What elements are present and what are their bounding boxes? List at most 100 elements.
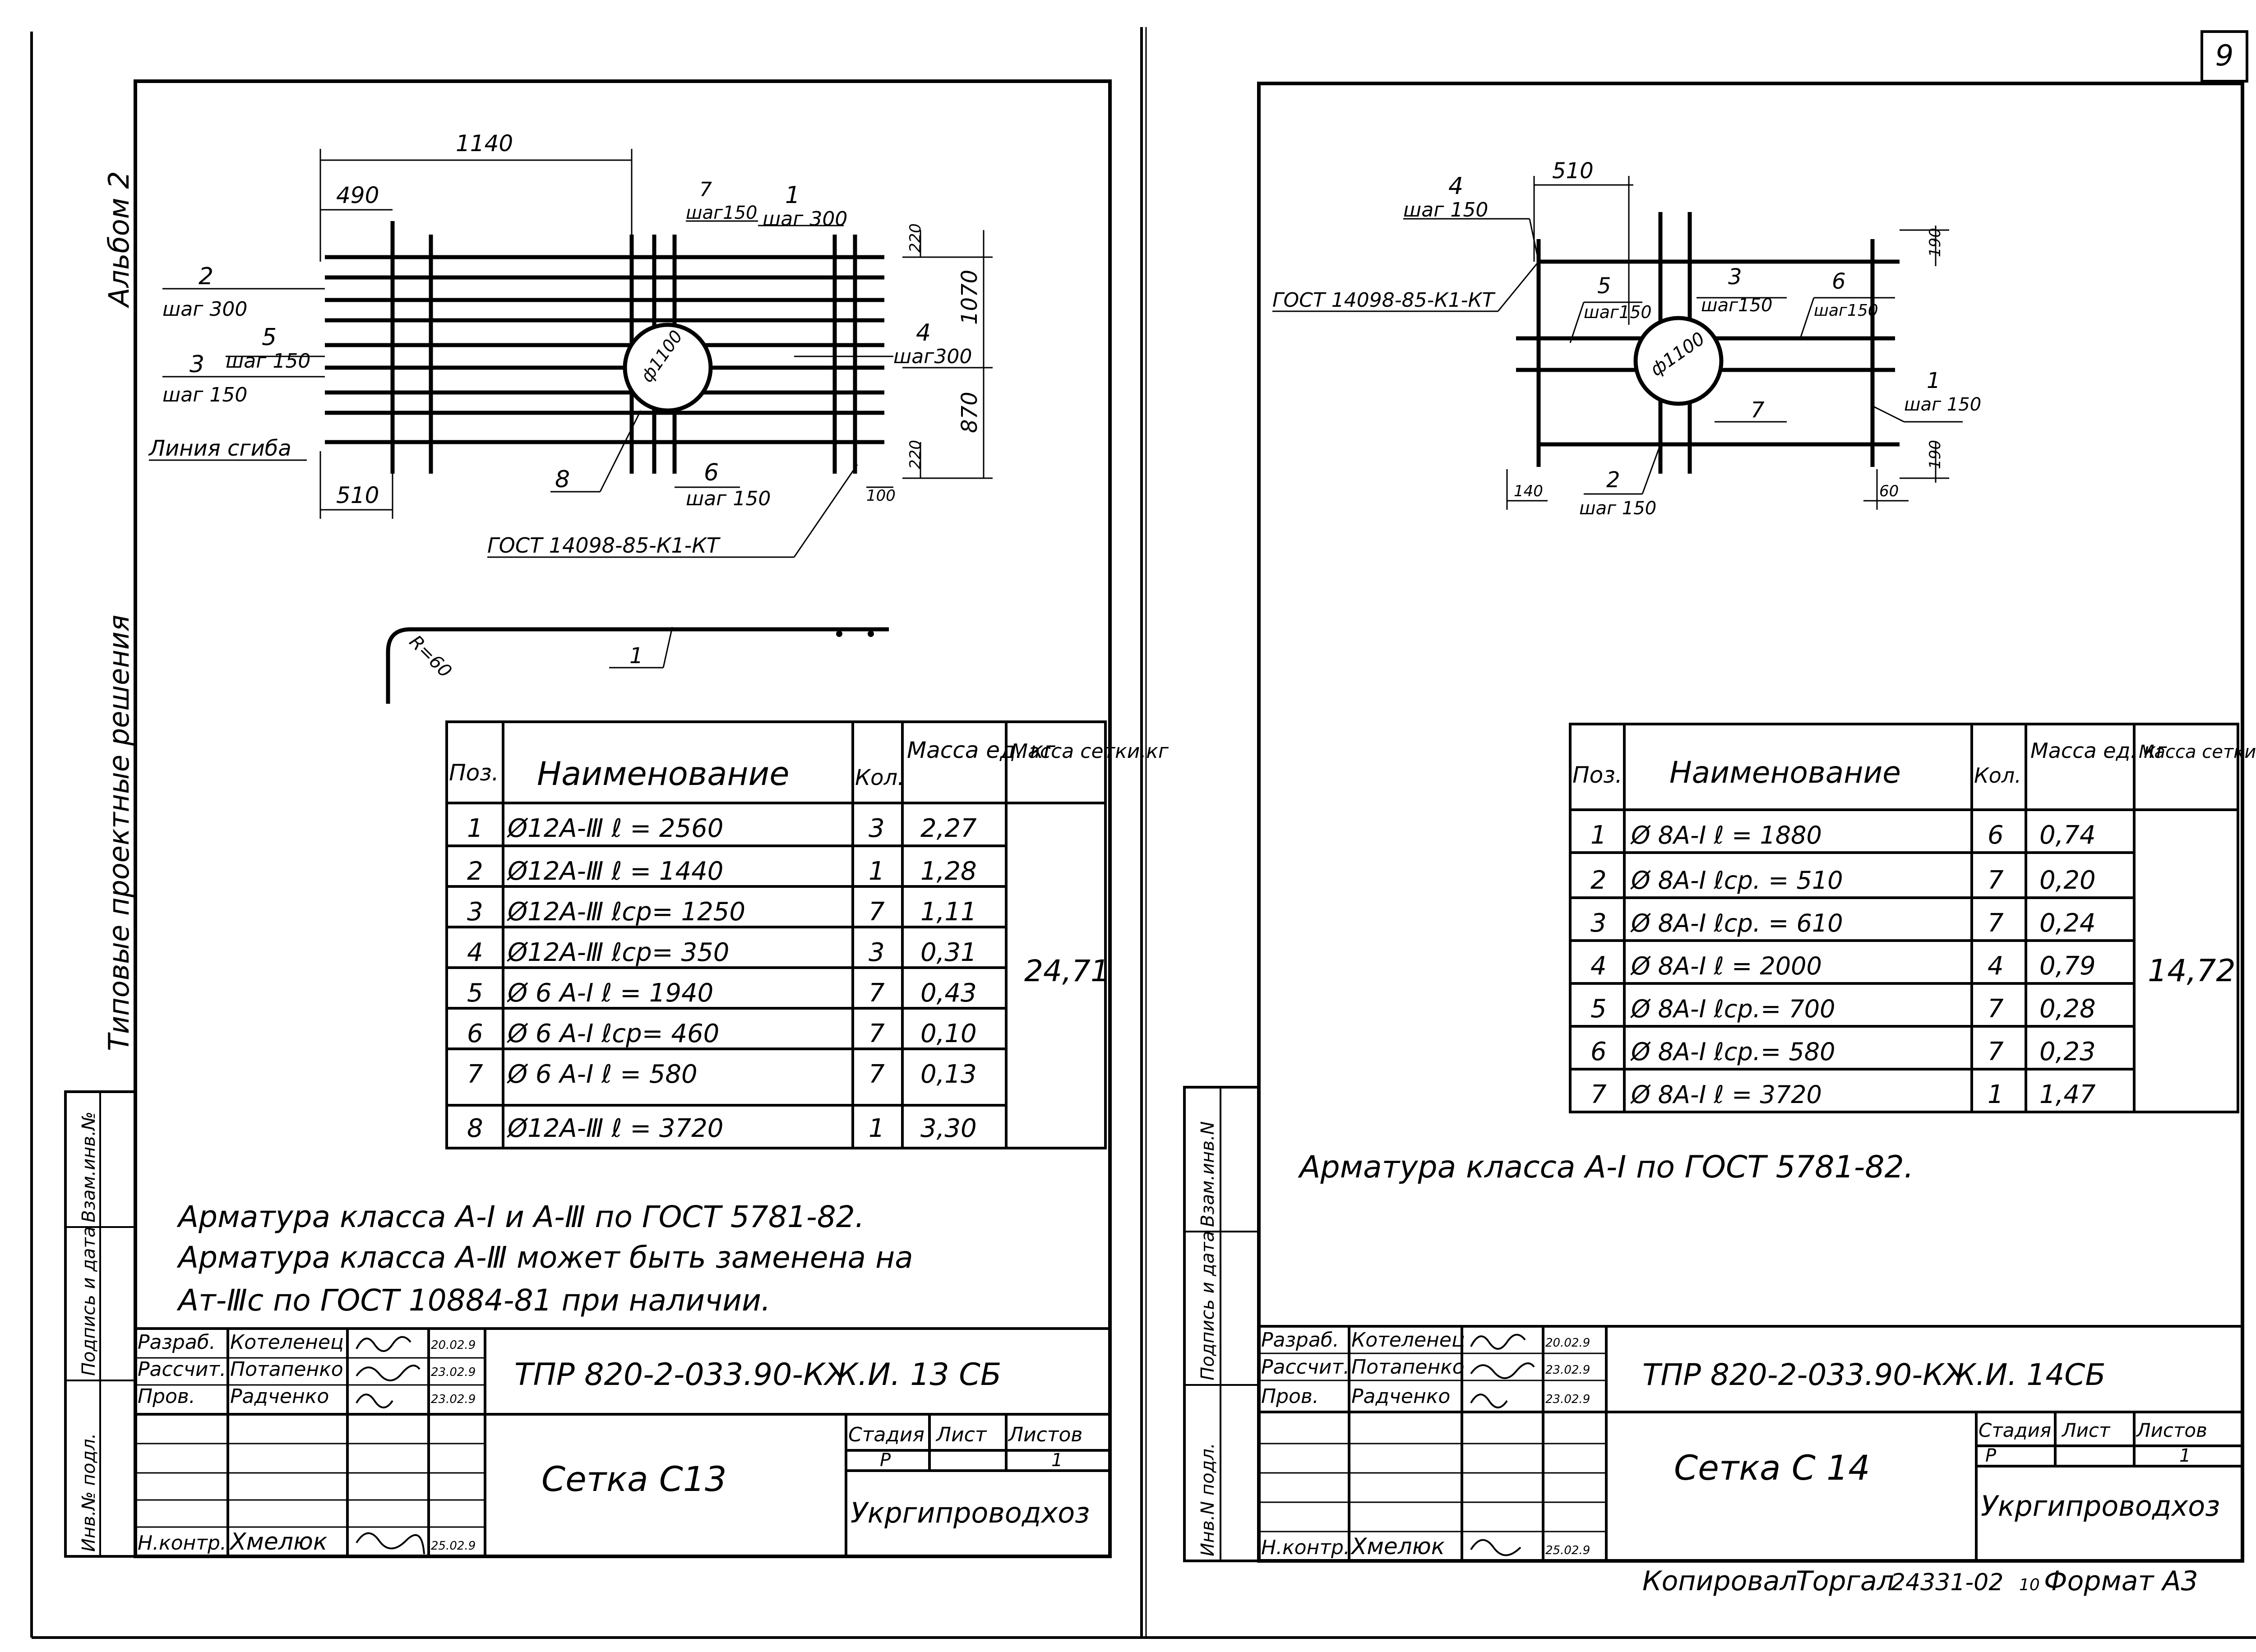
left-margin: Альбом 2 Типовые проектные решения Взам.… [64,171,137,1558]
row-position: 1 [1590,821,1607,850]
callout-number: 3 [1728,264,1742,290]
row-position: 3 [467,897,483,927]
callout-number: 2 [199,263,213,290]
callout-step: шаг 150 [1579,498,1656,519]
copied-label: Копировал [1642,1565,1797,1597]
sheet-title: Сетка С13 [541,1459,727,1499]
callout-step: шаг 300 [162,298,247,321]
sign-date: 23.02.9 [1545,1363,1590,1377]
row-quantity: 3 [869,938,885,967]
typical-solutions-label: Типовые проектные решения [102,615,135,1051]
signer-name: Хмелюк [229,1528,328,1555]
sign-date: 23.02.9 [431,1393,476,1406]
row-unit-mass: 0,43 [920,978,977,1008]
page-number: 9 [2215,39,2234,73]
signer-role: Рассчит. [1261,1356,1350,1379]
side-block-label: Взам.инв.№ [79,1112,99,1223]
side-block-label: Взам.инв.N [1197,1121,1218,1227]
row-name: Ø 8А-Ⅰ ℓср.= 700 [1630,995,1835,1023]
row-unit-mass: 1,11 [920,897,977,927]
table-total-mass: 14,72 [2148,953,2236,989]
callout-number: 4 [1448,173,1463,200]
row-position: 5 [467,978,483,1008]
row-quantity: 1 [1988,1080,2004,1109]
order-number: 24331-02 [1891,1569,2003,1596]
dimension-label: 190 [1926,228,1944,257]
row-name: Ø12А-Ⅲ ℓср= 350 [507,938,729,967]
row-quantity: 7 [1988,994,2004,1024]
side-block-label: Инв.N подл. [1197,1443,1218,1556]
row-unit-mass: 2,27 [920,814,977,843]
callout-step: шаг150 [1584,302,1652,322]
row-quantity: 3 [869,814,885,843]
gost-label: ГОСТ 14098-85-К1-КТ [487,533,721,558]
signer-role: Пров. [1261,1385,1319,1408]
signer-name: Хмелюк [1350,1533,1445,1560]
signer-name: Потапенко [1351,1356,1465,1379]
row-position: 6 [1590,1037,1607,1066]
table-header: Масса сетки,кг [1011,740,1169,763]
row-position: 2 [467,857,483,886]
callout-number: 2 [1606,467,1620,493]
row-quantity: 1 [869,1114,885,1143]
row-unit-mass: 0,13 [920,1060,977,1089]
dimension-label: 1140 [456,130,513,157]
sign-date: 20.02.9 [431,1338,476,1352]
title-block-right: Разраб. Рассчит. Пров. Котеленец Потапен… [1259,1325,2242,1561]
row-position: 3 [1590,909,1607,938]
callout-number: 1 [785,182,800,209]
signature-mark [356,1336,425,1555]
row-position: 8 [467,1114,483,1143]
format-label: Формат А3 [2044,1565,2198,1597]
signer-role: Н.контр. [138,1532,227,1555]
signer-role: Разраб. [1261,1329,1339,1352]
row-name: Ø 8А-Ⅰ ℓ = 1880 [1630,821,1822,849]
signer-name: Потапенко [230,1358,343,1381]
row-quantity: 7 [869,978,885,1008]
mesh-c14-drawing: ф1100 510 [1272,158,1981,519]
sheet-label: Лист [2061,1419,2111,1441]
stage-value: Р [880,1450,891,1471]
row-name: Ø12А-Ⅲ ℓ = 3720 [507,1114,723,1143]
row-unit-mass: 1,47 [2039,1080,2096,1109]
row-position: 7 [1590,1080,1607,1109]
note-line: Арматура класса А-Ⅰ по ГОСТ 5781-82. [1298,1149,1914,1185]
note-line: Арматура класса А-Ⅰ и А-Ⅲ по ГОСТ 5781-8… [176,1200,864,1234]
row-name: Ø 8А-Ⅰ ℓ = 2000 [1630,952,1822,980]
signature-mark [1470,1334,1535,1556]
row-quantity: 7 [869,897,885,927]
callout-step: шаг300 [893,345,972,368]
notes-left: Арматура класса А-Ⅰ и А-Ⅲ по ГОСТ 5781-8… [176,1200,913,1318]
title-block-left: Разраб. Рассчит. Пров. Котеленец Потапен… [135,1327,1110,1556]
table-header: Масса ед. кг [907,737,1056,763]
document-code: ТПР 820-2-033.90-КЖ.И. 13 СБ [514,1357,1001,1393]
callout-number: 3 [190,351,204,378]
row-quantity: 7 [1988,909,2004,938]
dimension-label: 510 [336,482,379,508]
signer-role: Разраб. [138,1331,216,1354]
row-name: Ø 8А-Ⅰ ℓ = 3720 [1630,1080,1822,1109]
row-position: 4 [1590,951,1607,981]
row-name: Ø 8А-Ⅰ ℓср.= 580 [1630,1038,1835,1066]
detail-callout: 1 [629,643,643,669]
row-position: 1 [467,814,483,843]
callout-step: шаг150 [1701,295,1772,316]
row-quantity: 7 [869,1019,885,1048]
row-unit-mass: 0,74 [2039,821,2096,850]
row-position: 5 [1590,994,1607,1024]
row-unit-mass: 0,79 [2039,951,2096,981]
callout-step: шаг150 [1814,301,1878,320]
album-label: Альбом 2 [102,171,135,309]
sheet-title: Сетка С 14 [1674,1448,1870,1488]
row-name: Ø 6 А-Ⅰ ℓ = 1940 [507,978,713,1008]
callout-step: шаг 150 [686,487,771,510]
callout-number: 6 [1832,269,1846,294]
signer-role: Н.контр. [1261,1536,1350,1559]
callout-number: 6 [704,459,719,486]
table-header: Кол. [855,765,904,790]
dimension-label: 490 [336,182,379,208]
table-header: Наименование [537,755,790,793]
table-header: Наименование [1669,755,1901,790]
callout-step: шаг 150 [226,350,310,373]
signer-name: Радченко [230,1385,329,1408]
